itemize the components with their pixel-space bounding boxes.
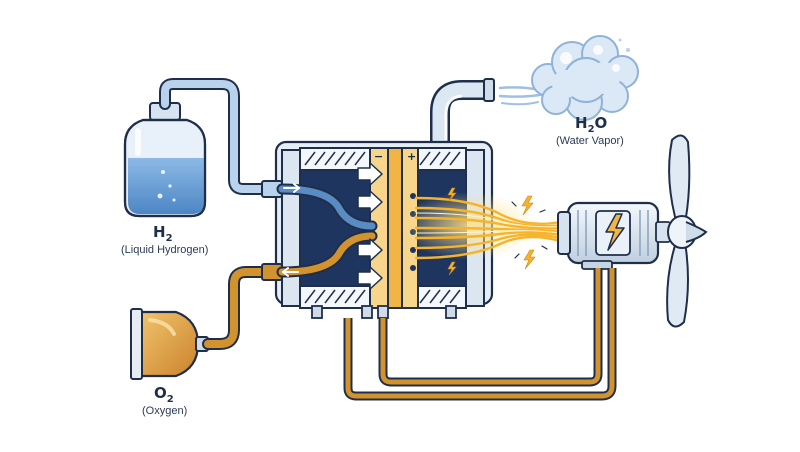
oxygen-flow <box>278 232 376 276</box>
left-end-plate <box>281 149 301 307</box>
propeller-icon <box>666 134 708 328</box>
cathode-sign: + <box>407 150 416 163</box>
hydrogen-liquid <box>128 158 204 214</box>
water-formula-subscript: 2 <box>587 124 595 135</box>
terminal <box>445 305 457 319</box>
electrical-circuit <box>343 268 617 401</box>
motor-mount <box>581 260 613 270</box>
electrolyte-membrane <box>387 147 403 309</box>
water-vapor-formula: H2O <box>575 114 607 135</box>
flow-arrow-icon <box>357 162 383 290</box>
lightning-bolt-icon <box>605 213 625 251</box>
exhaust-pipe <box>432 82 488 148</box>
terminal <box>311 305 323 319</box>
terminal <box>377 305 389 319</box>
hydrogen-formula: H2 <box>153 223 173 244</box>
water-formula-o: O <box>594 114 608 132</box>
bubble <box>168 184 172 188</box>
oxygen-tank-base <box>130 308 143 380</box>
oxygen-formula: O2 <box>154 384 174 405</box>
wire-negative <box>345 268 615 399</box>
bubble <box>172 198 176 202</box>
tank-highlight <box>135 128 141 156</box>
steam-cloud-icon <box>498 35 639 121</box>
oxygen-pipe <box>204 268 268 348</box>
oxygen-formula-symbol: O <box>154 384 167 402</box>
hydrogen-formula-symbol: H <box>153 223 166 241</box>
oxygen-tank <box>130 308 209 380</box>
flow-arrow-icon <box>281 267 299 277</box>
oxygen-formula-subscript: 2 <box>166 394 174 405</box>
oxygen-description: (Oxygen) <box>142 405 188 417</box>
energy-output <box>400 187 572 276</box>
bubble <box>161 170 165 174</box>
terminal <box>361 305 373 319</box>
oxygen-tank-body <box>138 310 200 378</box>
electric-motor <box>557 201 671 270</box>
hydrogen-formula-subscript: 2 <box>165 233 173 244</box>
flow-arrow-icon <box>283 183 301 193</box>
anode-sign: − <box>374 150 383 163</box>
wire-positive <box>380 268 601 385</box>
exhaust-nozzle <box>483 78 495 102</box>
hydrogen-pipe <box>161 80 268 193</box>
fuel-cell-stack: − + <box>261 140 494 319</box>
water-vapor-description: (Water Vapor) <box>556 135 624 147</box>
lightning-bolt-icon <box>447 187 536 276</box>
bubble <box>157 193 163 199</box>
hydrogen-flow <box>278 185 376 230</box>
hydrogen-description: (Liquid Hydrogen) <box>121 244 209 256</box>
water-formula-h: H <box>575 114 588 132</box>
hydrogen-tank <box>123 102 207 218</box>
